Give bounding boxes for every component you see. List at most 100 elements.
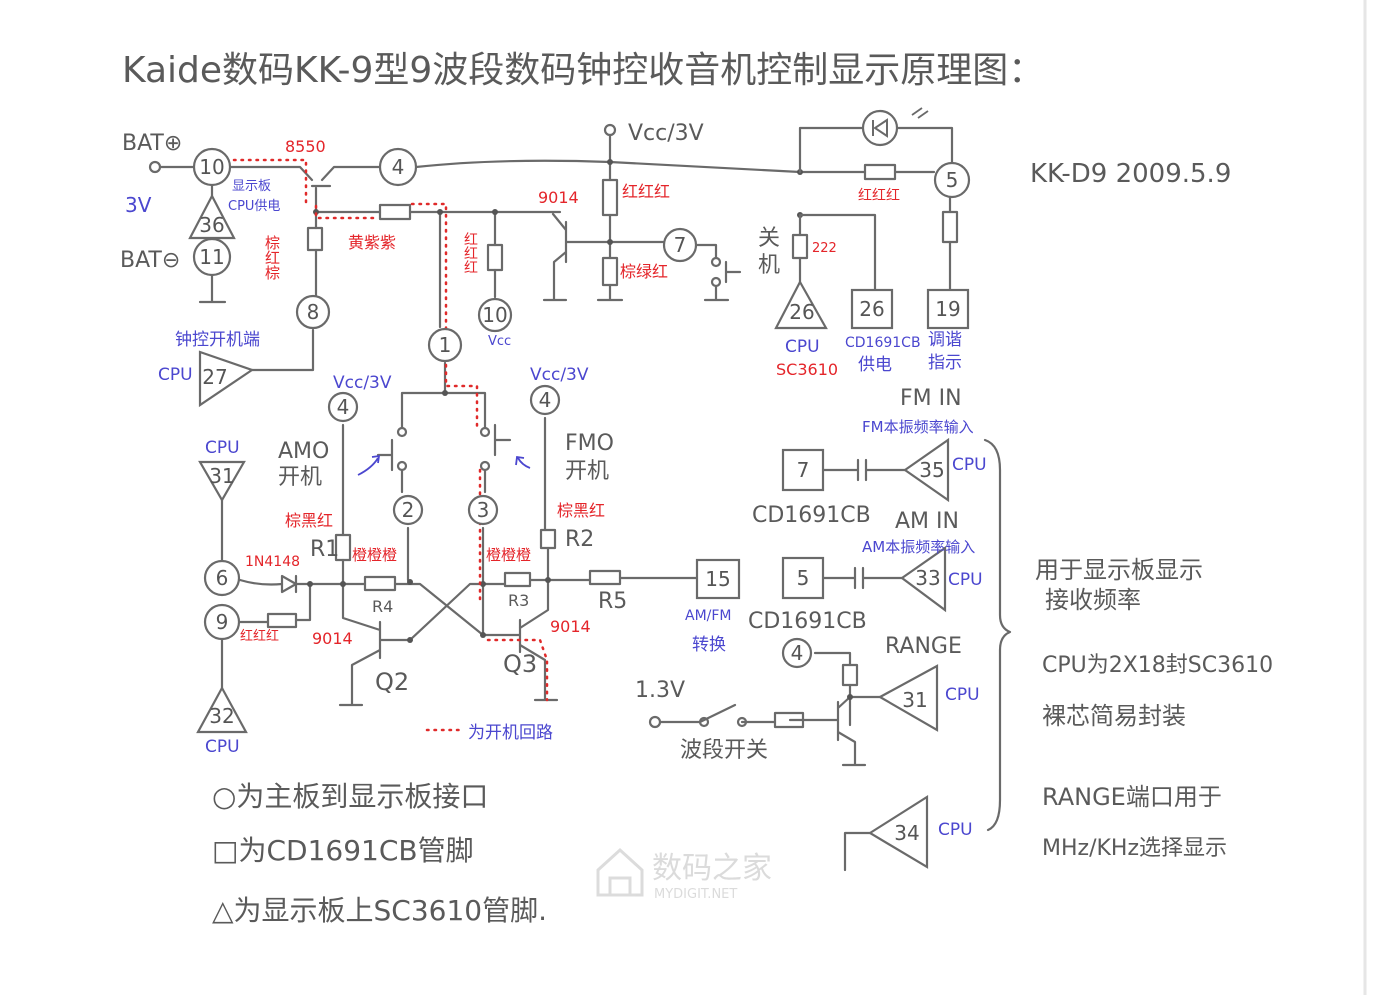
cd1691cb-label-1: CD1691CB	[752, 503, 871, 528]
svg-text:黄紫紫: 黄紫紫	[348, 233, 396, 252]
svg-text:Vcc/3V: Vcc/3V	[333, 373, 392, 393]
pin-circle-3: 3	[467, 494, 499, 526]
svg-text:橙橙橙: 橙橙橙	[352, 546, 397, 564]
pin-circle-11: 11	[192, 237, 232, 277]
pin-circle-4-right: 4	[529, 384, 561, 416]
r2-label: R2	[565, 527, 594, 552]
band-switch-label: 波段开关	[680, 738, 768, 763]
svg-text:11: 11	[199, 245, 224, 269]
svg-text:9014: 9014	[538, 188, 579, 207]
svg-text:3V: 3V	[125, 193, 152, 217]
svg-text:8: 8	[307, 300, 320, 324]
wires	[148, 107, 1012, 872]
svg-text:指示: 指示	[928, 353, 962, 373]
svg-text:橙橙橙: 橙橙橙	[486, 546, 531, 564]
svg-text:棕绿红: 棕绿红	[620, 262, 668, 281]
svg-text:AM本振频率输入: AM本振频率输入	[862, 538, 975, 556]
svg-text:26: 26	[789, 300, 814, 324]
annotation-labels: 3V 显示板 CPU供电 钟控开机端 CPU Vcc Vcc/3V Vcc/3V…	[125, 179, 987, 840]
svg-text:9014: 9014	[312, 629, 353, 648]
svg-text:4: 4	[539, 388, 552, 412]
resistor-color-labels: 8550 9014 红红红 棕绿红 棕红棕 黄紫紫 红红红 222 SC3610…	[240, 137, 900, 648]
svg-text:用于显示板显示: 用于显示板显示	[1035, 556, 1203, 584]
pin-circle-1: 1	[427, 327, 463, 363]
svg-text:红红红: 红红红	[858, 188, 900, 204]
svg-text:棕黑红: 棕黑红	[557, 501, 605, 520]
vcc-main-label: Vcc/3V	[628, 121, 704, 146]
svg-text:32: 32	[209, 704, 234, 728]
svg-text:供电: 供电	[858, 355, 892, 375]
svg-text:FM本振频率输入: FM本振频率输入	[862, 418, 974, 436]
legend: ○为主板到显示板接口 □为CD1691CB管脚 △为显示板上SC3610管脚.	[212, 780, 547, 927]
v13-label: 1.3V	[635, 678, 685, 703]
svg-text:5: 5	[946, 168, 959, 192]
svg-text:15: 15	[705, 567, 730, 591]
pin-triangle-34: 34	[867, 795, 929, 869]
q2-label: Q2	[375, 668, 409, 696]
pin-circle-4-top: 4	[378, 147, 418, 187]
svg-text:3: 3	[477, 498, 490, 522]
svg-text:33: 33	[915, 566, 940, 590]
svg-text:4: 4	[791, 641, 804, 665]
pin-triangle-33: 33	[900, 545, 947, 613]
svg-text:4: 4	[392, 155, 405, 179]
pin-triangle-31: 31	[198, 460, 246, 503]
svg-text:7: 7	[674, 233, 687, 257]
svg-text:转换: 转换	[692, 635, 726, 655]
r4-label: R4	[372, 597, 393, 616]
svg-text:棕黑红: 棕黑红	[285, 511, 333, 530]
bat-minus-label: BAT⊖	[120, 248, 180, 273]
pin-square-19: 19	[926, 288, 970, 330]
cd1691cb-label-2: CD1691CB	[748, 609, 867, 634]
svg-text:26: 26	[859, 297, 884, 321]
legend-circle: ○为主板到显示板接口	[212, 780, 488, 813]
pin-triangle-31-range: 31	[877, 664, 939, 732]
pin-circle-5-right: 5	[933, 161, 971, 199]
fmo-label: FMO	[565, 431, 614, 456]
svg-text:2: 2	[402, 498, 415, 522]
pin-square-5: 5	[781, 556, 825, 600]
pins: 10 36 11 4 8 27 1 10 7 26 26 19 5 4 4 2 …	[188, 109, 971, 869]
svg-text:裸芯简易封装: 裸芯简易封装	[1042, 702, 1186, 730]
pin-triangle-26: 26	[774, 279, 828, 330]
svg-text:19: 19	[935, 297, 960, 321]
pin-circle-4-left: 4	[327, 391, 359, 423]
version: KK-D9 2009.5.9	[1030, 159, 1231, 189]
pin-triangle-32: 32	[196, 685, 248, 734]
svg-text:CPU为2X18封SC3610: CPU为2X18封SC3610	[1042, 653, 1273, 678]
pin-circle-10: 10	[192, 147, 232, 187]
svg-text:CPU供电: CPU供电	[228, 199, 280, 214]
amo-label: AMO	[278, 439, 329, 464]
svg-text:6: 6	[216, 566, 229, 590]
pin-triangle-27: 27	[198, 350, 255, 408]
svg-text:Vcc: Vcc	[488, 334, 511, 349]
svg-text:红红红: 红红红	[462, 232, 478, 274]
svg-text:7: 7	[797, 458, 810, 482]
r1-label: R1	[310, 537, 339, 562]
svg-text:34: 34	[894, 821, 919, 845]
pin-circle-6: 6	[203, 559, 241, 597]
pin-circle-2: 2	[392, 494, 424, 526]
svg-text:10: 10	[482, 303, 507, 327]
svg-text:CPU: CPU	[205, 737, 240, 757]
svg-text:数码之家: 数码之家	[652, 851, 772, 886]
svg-text:4: 4	[337, 395, 350, 419]
svg-text:CPU: CPU	[948, 570, 983, 590]
fm-in-label: FM IN	[900, 386, 962, 411]
q3-label: Q3	[503, 650, 537, 678]
pin-circle-4-range: 4	[781, 637, 813, 669]
fmo-on-label: 开机	[565, 459, 609, 484]
svg-text:MYDIGIT.NET: MYDIGIT.NET	[654, 887, 737, 902]
svg-text:钟控开机端: 钟控开机端	[175, 330, 260, 350]
svg-text:9014: 9014	[550, 617, 591, 636]
svg-text:CPU: CPU	[945, 685, 980, 705]
svg-text:8550: 8550	[285, 137, 326, 156]
svg-text:10: 10	[199, 155, 224, 179]
svg-text:9: 9	[216, 610, 229, 634]
svg-text:31: 31	[209, 464, 234, 488]
title: Kaide数码KK-9型9波段数码钟控收音机控制显示原理图：	[122, 50, 1044, 91]
svg-text:CPU: CPU	[205, 438, 240, 458]
svg-text:棕红棕: 棕红棕	[263, 235, 281, 280]
legend-square: □为CD1691CB管脚	[212, 834, 474, 867]
